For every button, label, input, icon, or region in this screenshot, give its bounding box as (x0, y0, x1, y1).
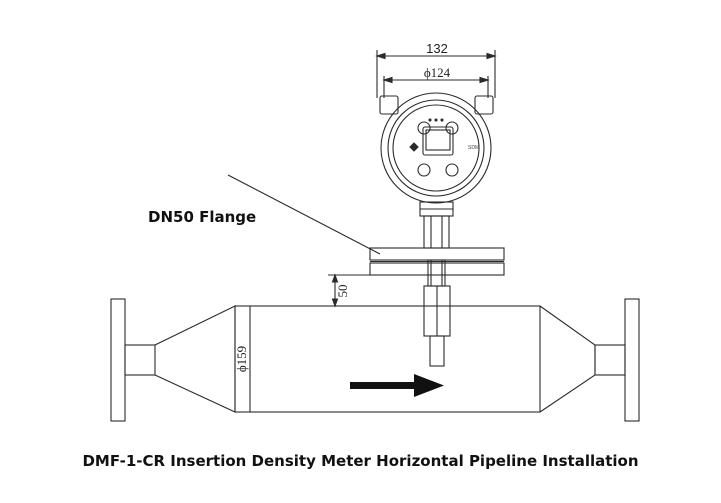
display-model-text: SDM (468, 145, 479, 151)
dn50-flange (369, 247, 505, 287)
flange-label: DN50 Flange (148, 208, 256, 226)
enter-button (445, 163, 459, 177)
dimension-132 (375, 50, 497, 98)
meter-neck (419, 201, 454, 249)
diagram-caption: DMF-1-CR Insertion Density Meter Horizon… (82, 452, 639, 470)
lcd-display (422, 126, 454, 156)
flange-leader-line (227, 174, 381, 255)
logo-icon (409, 142, 419, 152)
menu-button (417, 121, 431, 135)
dim-159-label: ϕ159 (234, 346, 249, 372)
dim-132-label: 132 (426, 41, 448, 56)
pipe-body (110, 298, 640, 422)
dimension-124 (382, 76, 490, 98)
up-button (445, 121, 459, 135)
left-button (417, 163, 431, 177)
dim-124-label: ϕ124 (424, 65, 451, 80)
dim-50-label: 50 (335, 285, 350, 298)
flow-direction-arrow-icon (350, 374, 444, 397)
insertion-probe (423, 285, 451, 367)
dimension-50 (328, 273, 370, 308)
installation-diagram: 132 ϕ124 SDM DN50 Flange 50 ϕ159 (110, 41, 640, 422)
transmitter-head (379, 92, 494, 204)
